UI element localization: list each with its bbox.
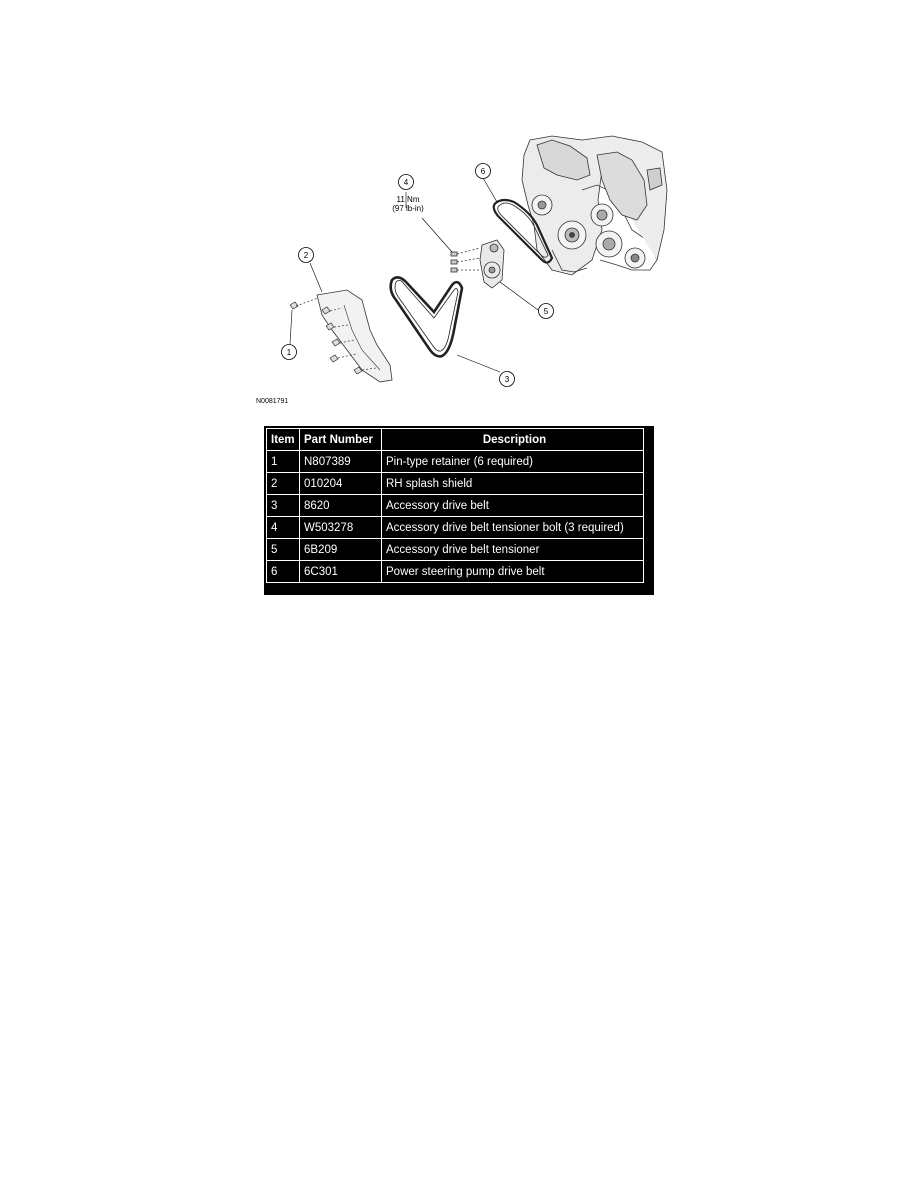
callout-5: 5 [538,303,554,319]
cell-description: Accessory drive belt tensioner [381,538,644,561]
cell-item: 6 [266,560,300,583]
parts-table-container: Item Part Number Description 1 N807389 P… [264,426,654,595]
table-row: 6 6C301 Power steering pump drive belt [266,560,644,583]
cell-description: Accessory drive belt [381,494,644,517]
cell-item: 5 [266,538,300,561]
table-row: 3 8620 Accessory drive belt [266,494,644,517]
cell-part-number: 6C301 [299,560,382,583]
callout-3: 3 [499,371,515,387]
cell-description: Accessory drive belt tensioner bolt (3 r… [381,516,644,539]
svg-text:4: 4 [404,178,409,187]
table-row: 4 W503278 Accessory drive belt tensioner… [266,516,644,539]
engine-illustration [521,135,668,276]
callout-4: 4 [398,174,414,190]
callout-2: 2 [298,247,314,263]
cell-description: RH splash shield [381,472,644,495]
cell-item: 2 [266,472,300,495]
table-header-row: Item Part Number Description [266,428,644,451]
accessory-drive-belt [389,276,464,358]
table-row: 1 N807389 Pin-type retainer (6 required) [266,450,644,473]
torque-spec-nm: 11 Nm [397,195,420,204]
cell-part-number: 8620 [299,494,382,517]
svg-text:2: 2 [304,251,309,260]
header-item: Item [266,428,300,451]
cell-item: 1 [266,450,300,473]
cell-part-number: W503278 [299,516,382,539]
svg-text:3: 3 [505,375,510,384]
tensioner-illustration [479,239,505,289]
cell-part-number: N807389 [299,450,382,473]
header-part-number: Part Number [299,428,382,451]
splash-shield [316,289,393,383]
pin-retainers [289,297,377,375]
parts-table: Item Part Number Description 1 N807389 P… [266,428,644,583]
tensioner-bolts [450,247,481,273]
power-steering-belt [492,198,554,264]
svg-text:5: 5 [544,307,549,316]
callout-1: 1 [281,344,297,360]
cell-item: 4 [266,516,300,539]
table-row: 2 010204 RH splash shield [266,472,644,495]
cell-description: Power steering pump drive belt [381,560,644,583]
exploded-view-diagram: 1 2 3 4 5 6 11 Nm (97 lb-in) N0081791 [256,135,668,405]
svg-text:6: 6 [481,167,486,176]
callout-6: 6 [475,163,491,179]
table-row: 5 6B209 Accessory drive belt tensioner [266,538,644,561]
figure-id: N0081791 [256,398,288,405]
cell-description: Pin-type retainer (6 required) [381,450,644,473]
cell-part-number: 6B209 [299,538,382,561]
svg-text:1: 1 [287,348,292,357]
torque-spec-lbin: (97 lb-in) [392,204,424,213]
header-description: Description [381,428,644,451]
cell-item: 3 [266,494,300,517]
cell-part-number: 010204 [299,472,382,495]
